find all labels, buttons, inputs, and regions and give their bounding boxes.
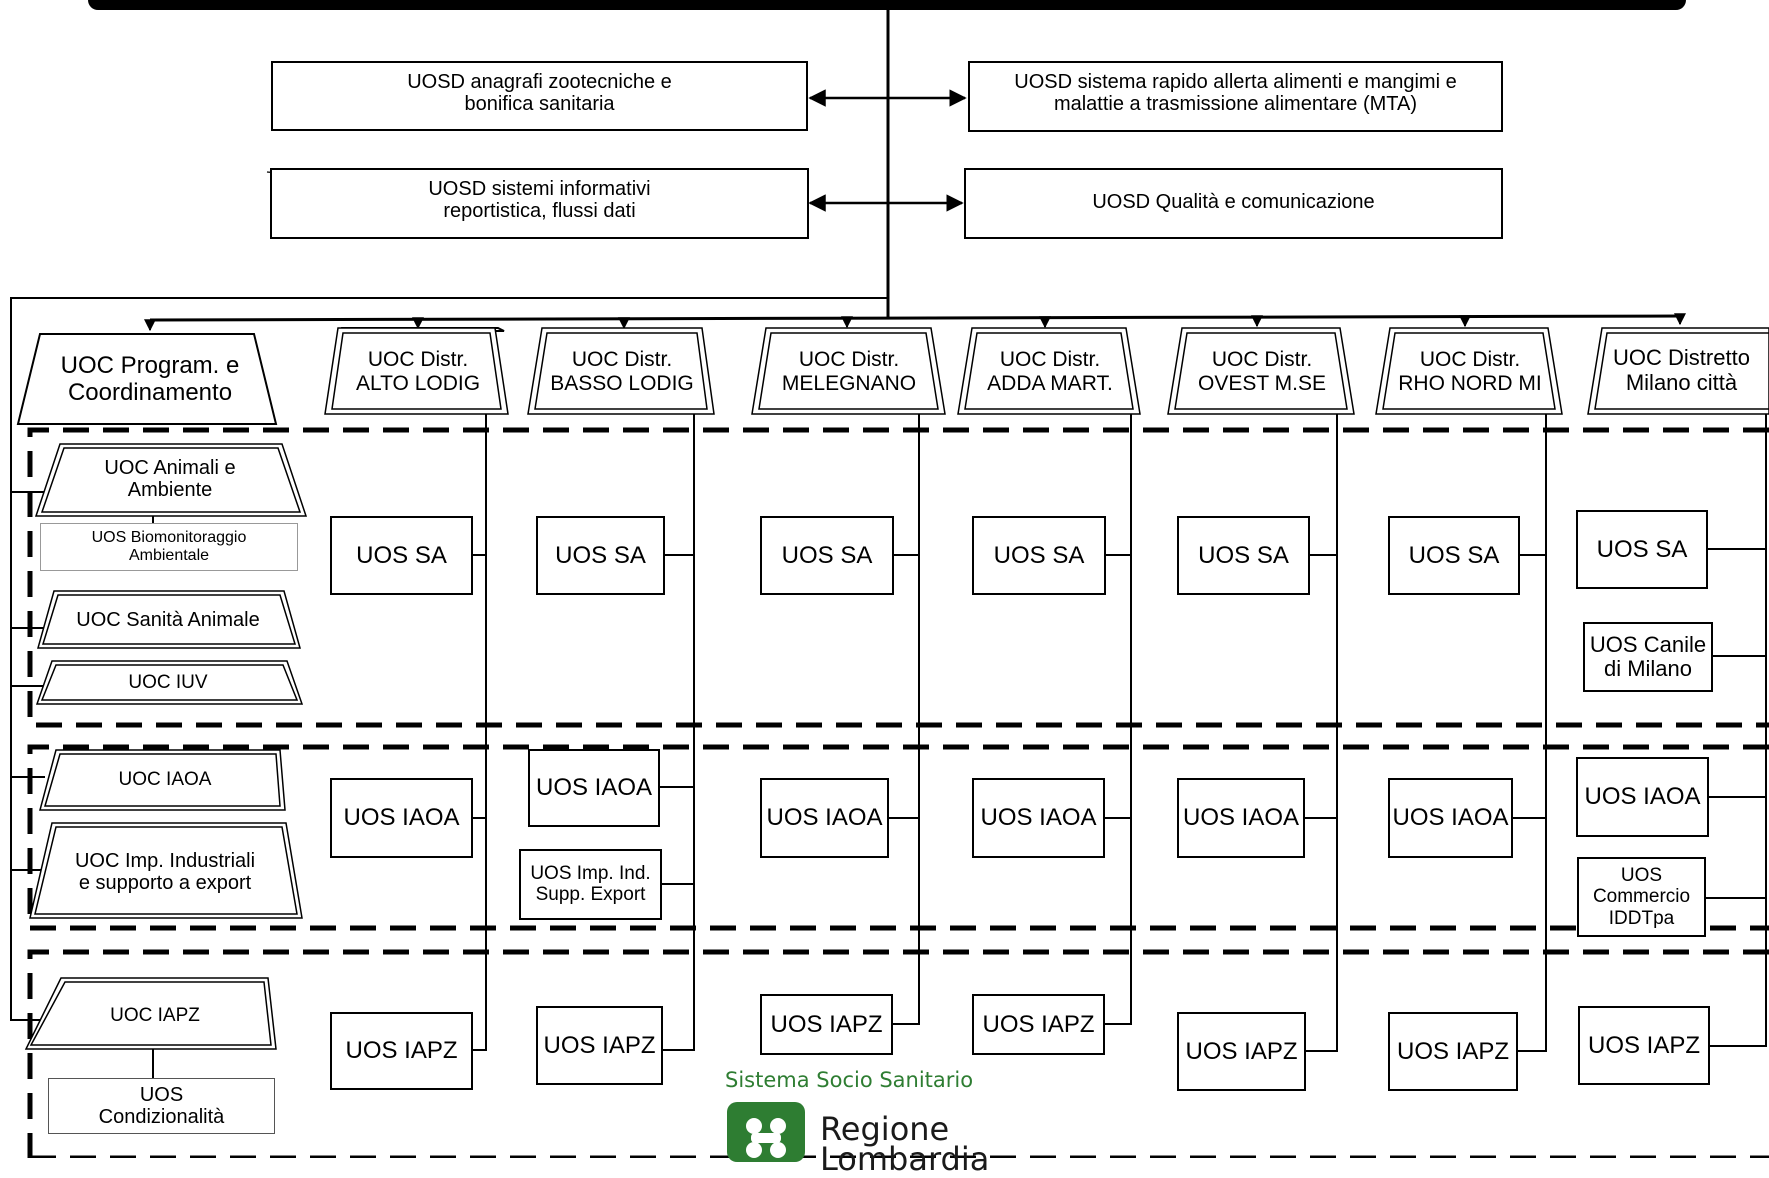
uos-iapz-ovest: UOS IAPZ xyxy=(1177,1012,1306,1091)
uoc-iapz-label: UOC IAPZ xyxy=(110,1005,200,1027)
uosd-anagrafi-label: UOSD anagrafi zootecniche e bonifica san… xyxy=(407,70,672,115)
brand-name-line2: Lombardia xyxy=(820,1140,990,1178)
uoc-iaoa-label: UOC IAOA xyxy=(118,769,212,791)
uos-sa-melegnano: UOS SA xyxy=(760,516,894,595)
uos-iaoa-milano: UOS IAOA xyxy=(1576,757,1709,837)
uoc-program-shape xyxy=(16,333,278,425)
uoc-imp-industriali-label: UOC Imp. Industriali e supporto a export xyxy=(74,849,256,894)
uoc-rho-label: UOC Distr. RHO NORD MI xyxy=(1398,348,1542,395)
uos-iapz-rho: UOS IAPZ xyxy=(1388,1012,1518,1091)
uos-commercio-milano: UOS Commercio IDDTpa xyxy=(1577,857,1706,937)
uoc-iuv-label: UOC IUV xyxy=(128,672,208,694)
uos-iaoa-rho: UOS IAOA xyxy=(1388,778,1513,858)
rosa-camuna-icon xyxy=(746,1118,786,1158)
uos-biomonitoraggio-label: UOS Biomonitoraggio Ambientale xyxy=(91,529,247,564)
uosd-allerta-box xyxy=(968,61,1503,132)
uoc-program-label: UOC Program. e Coordinamento xyxy=(60,352,240,406)
uoc-adda-label: UOC Distr. ADDA MART. xyxy=(987,348,1113,395)
uoc-milano-label: UOC Distretto Milano città xyxy=(1613,345,1750,395)
uoc-alto-lodig-label: UOC Distr. ALTO LODIG xyxy=(355,348,481,395)
uosd-allerta-label: UOSD sistema rapido allerta alimenti e m… xyxy=(1014,70,1457,115)
uos-sa-rho: UOS SA xyxy=(1388,516,1520,595)
regione-lombardia-logo xyxy=(727,1102,805,1162)
uoc-animali-ambiente-label: UOC Animali e Ambiente xyxy=(104,456,236,501)
uosd-qualita-box xyxy=(964,168,1503,239)
uos-sa-ovest: UOS SA xyxy=(1177,516,1310,595)
uosd-sistemi-box xyxy=(270,168,809,239)
uos-iaoa-ovest: UOS IAOA xyxy=(1177,778,1305,858)
uos-iapz-alto-lodig: UOS IAPZ xyxy=(330,1012,473,1090)
uos-imp-ind-basso-lodig: UOS Imp. Ind. Supp. Export xyxy=(519,849,662,920)
uos-condizionalita-label: UOS Condizionalità xyxy=(98,1083,225,1128)
uoc-basso-lodig-label: UOC Distr. BASSO LODIG xyxy=(550,348,694,395)
top-header-bar xyxy=(88,0,1686,10)
uos-sa-milano: UOS SA xyxy=(1576,510,1708,589)
uosd-anagrafi-box xyxy=(271,61,808,131)
uos-iaoa-melegnano: UOS IAOA xyxy=(760,778,889,858)
uos-sa-basso-lodig: UOS SA xyxy=(536,516,665,595)
brand-name-line1: Regione xyxy=(820,1110,950,1148)
uoc-sanita-animale-label: UOC Sanità Animale xyxy=(76,608,260,631)
uoc-melegnano-label: UOC Distr. MELEGNANO xyxy=(781,348,917,395)
uos-canile-milano: UOS Canile di Milano xyxy=(1583,622,1713,692)
uoc-ovest-label: UOC Distr. OVEST M.SE xyxy=(1198,348,1326,395)
uosd-sistemi-label: UOSD sistemi informativi reportistica, f… xyxy=(428,177,651,222)
uos-iaoa-alto-lodig: UOS IAOA xyxy=(330,778,473,858)
uos-iapz-milano: UOS IAPZ xyxy=(1578,1006,1710,1085)
uos-condizionalita-box xyxy=(48,1078,275,1134)
uos-iaoa-adda: UOS IAOA xyxy=(972,778,1105,858)
uos-sa-adda: UOS SA xyxy=(972,516,1106,595)
uosd-qualita-label: UOSD Qualità e comunicazione xyxy=(1092,190,1375,213)
uos-biomonitoraggio-box xyxy=(40,523,298,571)
uos-iapz-melegnano: UOS IAPZ xyxy=(760,994,893,1055)
uos-sa-alto-lodig: UOS SA xyxy=(330,516,473,595)
uos-iaoa-basso-lodig: UOS IAOA xyxy=(528,749,660,827)
brand-tagline: Sistema Socio Sanitario xyxy=(725,1068,974,1092)
uos-iapz-adda: UOS IAPZ xyxy=(972,994,1105,1055)
uos-iapz-basso-lodig: UOS IAPZ xyxy=(536,1006,663,1085)
